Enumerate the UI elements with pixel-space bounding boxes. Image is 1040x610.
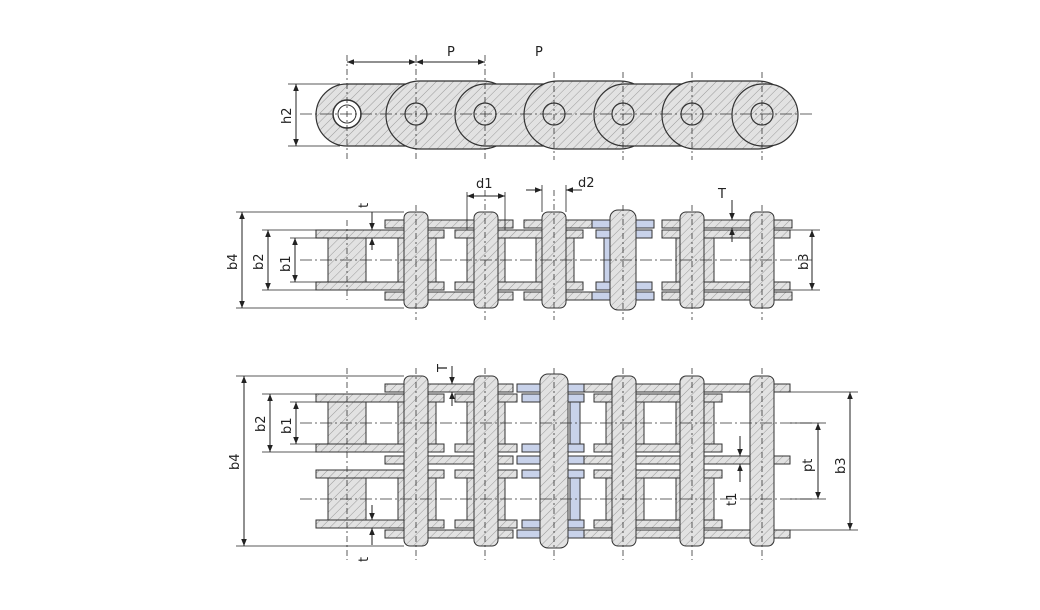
duplex-T-label: T xyxy=(436,364,451,373)
duplex-b3-label: b3 xyxy=(834,457,849,474)
b2-label: b2 xyxy=(252,253,267,270)
duplex-b1-label: b1 xyxy=(280,417,295,434)
b3-label: b3 xyxy=(797,253,812,270)
pitch-label: P xyxy=(447,45,455,60)
duplex-t-label: t xyxy=(357,557,372,562)
pin-centerlines xyxy=(346,55,763,160)
duplex-b4-label: b4 xyxy=(228,453,243,470)
pitch-label-secondary: P xyxy=(535,45,543,60)
top-view: P P h2 xyxy=(280,45,815,160)
duplex-pin-centerlines xyxy=(346,368,763,560)
simplex-inner-plates xyxy=(315,229,791,291)
b1-label: b1 xyxy=(279,255,294,272)
h2-label: h2 xyxy=(280,107,295,124)
d2-label: d2 xyxy=(578,176,595,191)
simplex-view: d1 d2 T t b1 b2 b4 b3 xyxy=(226,176,820,320)
t1-label: t1 xyxy=(725,493,740,506)
b4-label: b4 xyxy=(226,253,241,270)
d1-label: d1 xyxy=(476,177,493,192)
pt-label: pt xyxy=(801,459,816,472)
duplex-outer-plates xyxy=(384,383,791,539)
t-label: t xyxy=(357,203,372,208)
simplex-pin-centerlines xyxy=(346,190,763,320)
duplex-b2-label: b2 xyxy=(254,415,269,432)
duplex-view: T t b1 b2 b4 b3 pt t1 xyxy=(228,364,858,562)
T-label: T xyxy=(717,187,726,202)
